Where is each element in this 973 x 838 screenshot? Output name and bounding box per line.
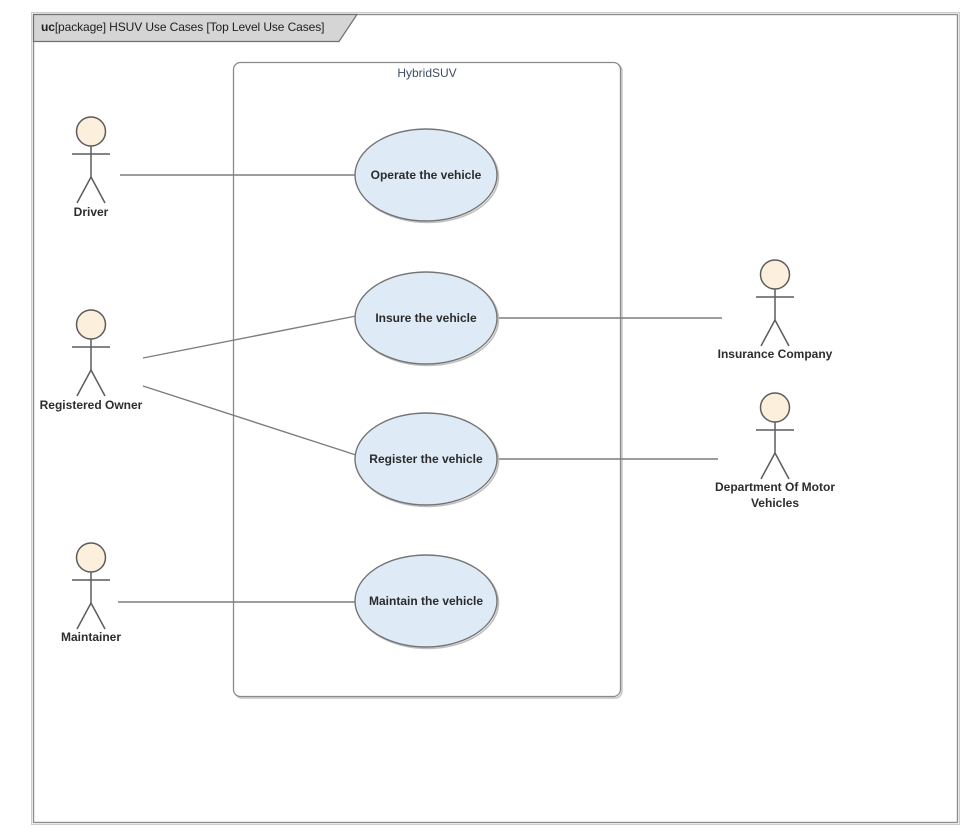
actor-leg-icon bbox=[76, 602, 92, 630]
actor-dmv-figure[interactable] bbox=[756, 392, 794, 480]
frame-tab bbox=[32, 13, 359, 43]
actor-maintainer-label: Maintainer bbox=[60, 630, 121, 644]
actor-head-icon bbox=[75, 309, 107, 340]
actor-leg-icon bbox=[76, 369, 92, 397]
actor-head-icon bbox=[759, 392, 791, 423]
use-case-operate-label: Operate the vehicle bbox=[370, 168, 482, 182]
frame-tab-label: uc[package] HSUV Use Cases [Top Level Us… bbox=[41, 20, 351, 34]
use-case-insure[interactable] bbox=[354, 271, 498, 365]
actor-leg-icon bbox=[760, 319, 776, 347]
frame-title: [package] HSUV Use Cases [Top Level Use … bbox=[54, 20, 325, 34]
actor-leg-icon bbox=[774, 319, 790, 347]
use-case-maintain-label: Maintain the vehicle bbox=[368, 594, 484, 608]
actor-registered-owner-label: Registered Owner bbox=[39, 398, 143, 412]
actor-dmv-label: Department Of Motor Vehicles bbox=[715, 480, 835, 510]
system-boundary-label: HybridSUV bbox=[397, 66, 457, 80]
use-case-register-label: Register the vehicle bbox=[369, 452, 483, 466]
use-case-insure-label: Insure the vehicle bbox=[375, 311, 477, 325]
system-boundary[interactable] bbox=[232, 61, 622, 698]
association-owner-insure[interactable] bbox=[142, 315, 357, 359]
use-case-register[interactable] bbox=[354, 412, 498, 506]
actor-insurance-company-figure[interactable] bbox=[756, 259, 794, 347]
actor-leg-icon bbox=[774, 452, 790, 480]
associations bbox=[118, 174, 722, 603]
use-case-maintain[interactable] bbox=[354, 554, 498, 648]
use-case-operate[interactable] bbox=[354, 128, 498, 222]
actor-driver-figure[interactable] bbox=[72, 116, 110, 204]
frame-keyword: uc bbox=[41, 20, 55, 34]
actor-leg-icon bbox=[90, 369, 106, 397]
actor-leg-icon bbox=[760, 452, 776, 480]
actor-shapes bbox=[72, 116, 794, 630]
actor-leg-icon bbox=[76, 176, 92, 204]
actor-head-icon bbox=[75, 542, 107, 573]
actor-head-icon bbox=[75, 116, 107, 147]
association-owner-register[interactable] bbox=[142, 385, 357, 456]
actor-leg-icon bbox=[90, 176, 106, 204]
actor-driver-label: Driver bbox=[73, 205, 109, 219]
frame-outer-highlight bbox=[31, 12, 960, 825]
actor-leg-icon bbox=[90, 602, 106, 630]
actor-registered-owner-figure[interactable] bbox=[72, 309, 110, 397]
actor-maintainer-figure[interactable] bbox=[72, 542, 110, 630]
actor-head-icon bbox=[759, 259, 791, 290]
actor-insurance-company-label: Insurance Company bbox=[717, 347, 833, 361]
use-case-shapes bbox=[354, 128, 500, 650]
